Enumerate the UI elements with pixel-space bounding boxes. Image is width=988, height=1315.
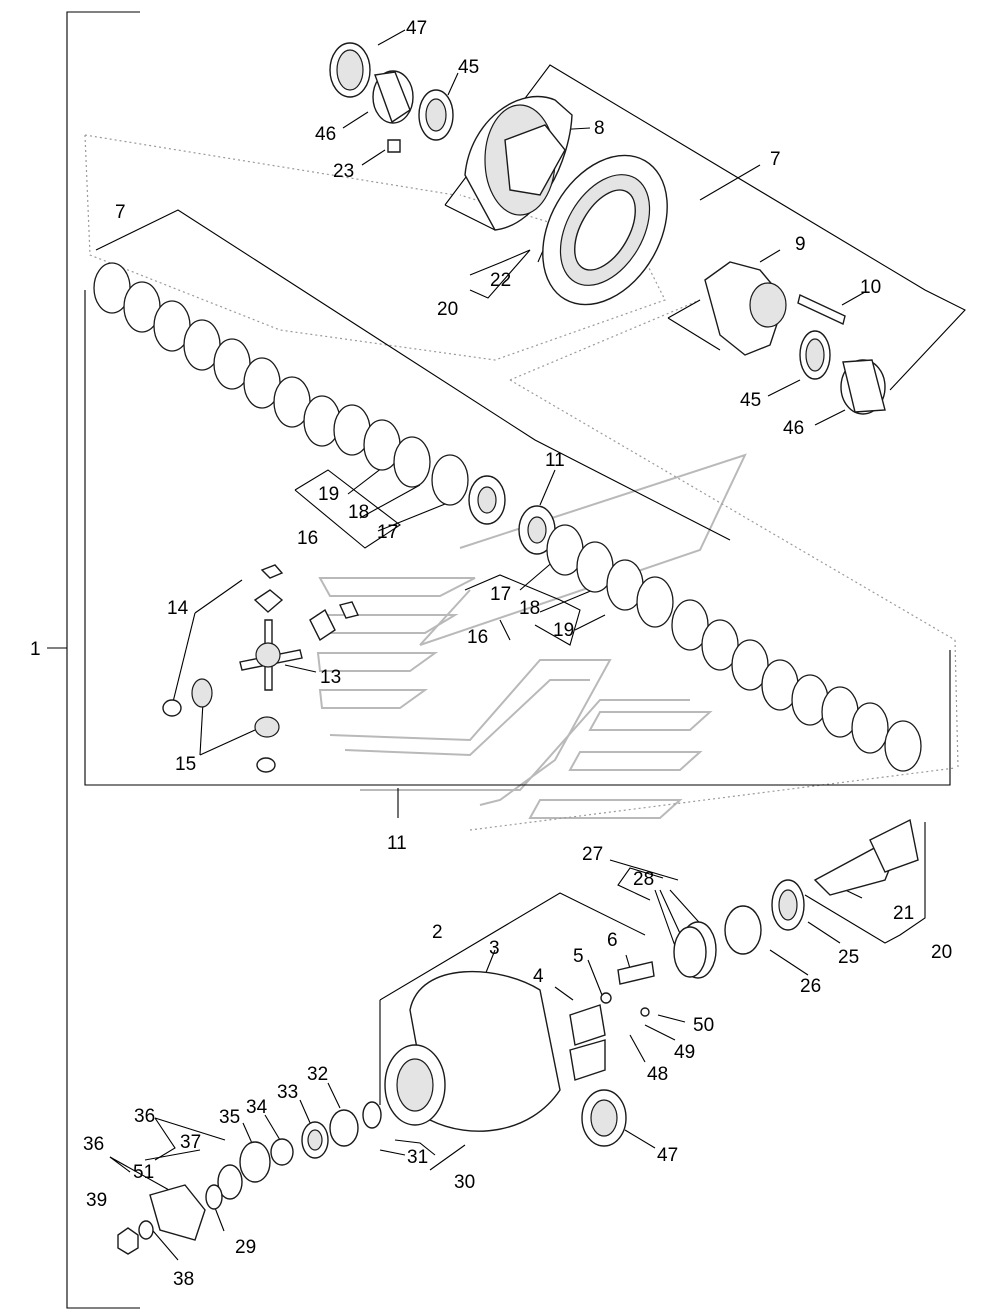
- callout-10: 10: [860, 277, 881, 298]
- callout-26: 26: [800, 976, 821, 997]
- axle-housing: [384, 961, 655, 1132]
- callout-27: 27: [582, 844, 603, 865]
- callout-29: 29: [235, 1237, 256, 1258]
- callout-17-right: 17: [490, 584, 511, 605]
- callout-37: 37: [180, 1132, 201, 1153]
- callout-11-upper: 11: [545, 450, 565, 471]
- callout-1: 1: [30, 639, 41, 660]
- callout-34: 34: [246, 1097, 268, 1118]
- callout-48: 48: [647, 1064, 668, 1085]
- callout-19-left: 19: [318, 484, 339, 505]
- callout-15: 15: [175, 754, 196, 775]
- callout-31: 31: [407, 1147, 428, 1168]
- group-brackets: [84, 64, 966, 1171]
- callout-20-top: 20: [437, 299, 458, 320]
- callout-45-top: 45: [458, 57, 479, 78]
- callout-19-right: 19: [553, 620, 574, 641]
- clutch-plates-lower: [546, 524, 922, 772]
- callout-11-lower: 11: [387, 833, 407, 854]
- ring-gear: [542, 154, 668, 306]
- callout-49: 49: [674, 1042, 695, 1063]
- callout-45-right: 45: [740, 390, 761, 411]
- main-bracket: [47, 11, 140, 1309]
- callout-7-left: 7: [115, 202, 126, 223]
- callout-36-top: 36: [134, 1106, 155, 1127]
- callout-4: 4: [533, 966, 544, 987]
- callout-17-left: 17: [377, 522, 398, 543]
- callout-28: 28: [633, 869, 654, 890]
- callout-14: 14: [167, 598, 189, 619]
- carrier-bearing-top: [329, 42, 454, 153]
- callout-50: 50: [693, 1015, 714, 1036]
- differential-case-half: [704, 261, 846, 356]
- callout-51: 51: [133, 1162, 154, 1183]
- callout-20-bottom: 20: [931, 942, 952, 963]
- callout-36-bottom: 36: [83, 1134, 104, 1155]
- carrier-bearing-right: [799, 330, 886, 415]
- watermark-logo: [316, 453, 747, 819]
- callout-47-top: 47: [406, 18, 427, 39]
- callout-25: 25: [838, 947, 859, 968]
- callout-5: 5: [573, 946, 584, 967]
- callout-16-left: 16: [297, 528, 318, 549]
- callout-35: 35: [219, 1107, 240, 1128]
- pinion-bearing-seal-stack: [117, 1089, 627, 1255]
- drive-pinion: [673, 818, 919, 979]
- differential-case-flange: [464, 95, 573, 231]
- side-gears-center: [468, 475, 556, 555]
- callout-46-right: 46: [783, 418, 804, 439]
- callout-2: 2: [432, 922, 443, 943]
- callout-18-right: 18: [519, 598, 540, 619]
- callout-9: 9: [795, 234, 806, 255]
- callout-39: 39: [86, 1190, 107, 1211]
- callout-30: 30: [454, 1172, 475, 1193]
- callout-13: 13: [320, 667, 341, 688]
- callout-38: 38: [173, 1269, 194, 1290]
- callout-23: 23: [333, 161, 354, 182]
- callout-7-top: 7: [770, 149, 781, 170]
- callout-3: 3: [489, 938, 500, 959]
- callout-16-right: 16: [467, 627, 488, 648]
- callout-21: 21: [893, 903, 914, 924]
- callout-6: 6: [607, 930, 618, 951]
- clutch-plates-upper: [93, 262, 469, 506]
- dotted-guides: [84, 134, 959, 831]
- callout-32: 32: [307, 1064, 328, 1085]
- callout-labels: 1 47 45 46 8 23 7 7 9 22 10 20 45 46 11 …: [30, 18, 952, 1290]
- callout-18-left: 18: [348, 502, 369, 523]
- callout-22: 22: [490, 270, 511, 291]
- spider-assembly: [162, 564, 359, 773]
- callout-8: 8: [594, 118, 605, 139]
- callout-47-bottom: 47: [657, 1145, 678, 1166]
- callout-33: 33: [277, 1082, 298, 1103]
- callout-46-top: 46: [315, 124, 336, 145]
